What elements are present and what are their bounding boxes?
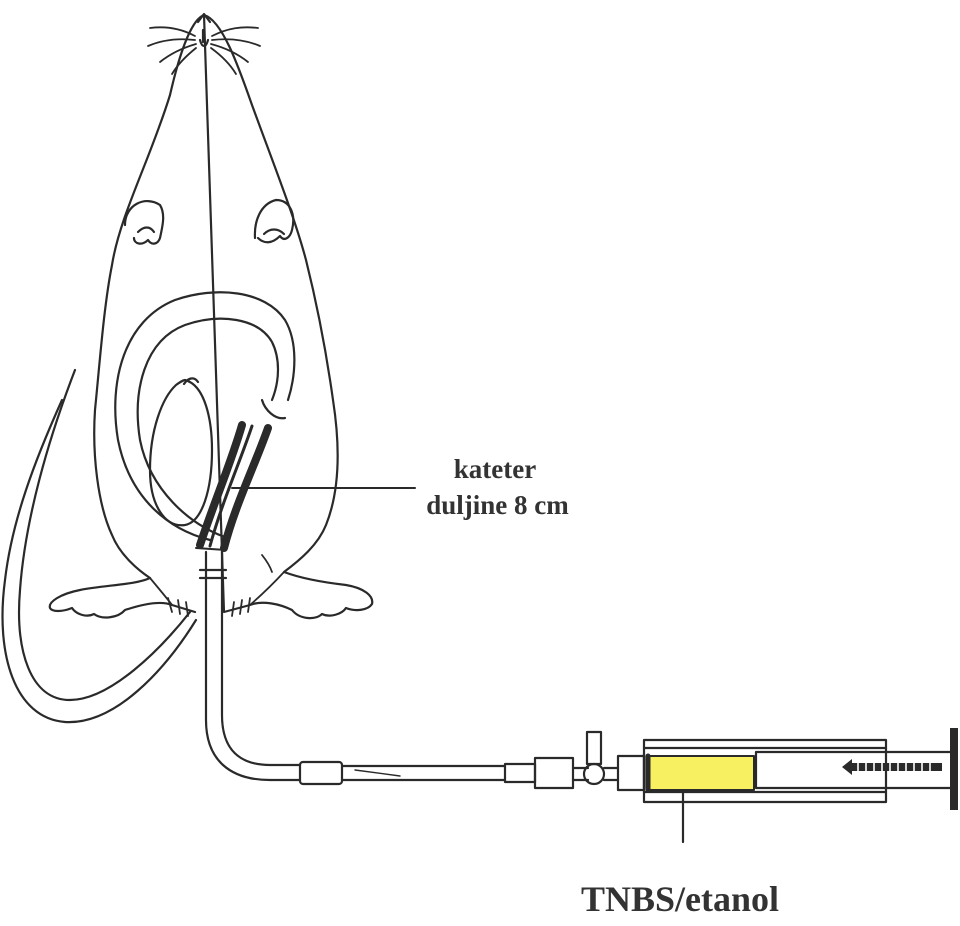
tube-adapter — [505, 764, 535, 782]
solution-label: TNBS/etanol — [555, 878, 805, 920]
tubing — [200, 552, 300, 780]
tnbs-solution — [648, 756, 754, 790]
plunger-handle — [950, 728, 958, 810]
catheter-length-label: duljine 8 cm — [400, 490, 595, 521]
catheter-label: kateter — [420, 454, 570, 485]
front-paws — [125, 200, 293, 244]
hind-leg-details — [150, 555, 284, 616]
rat-tail — [3, 370, 197, 722]
tube-connector — [300, 762, 342, 784]
narrow-tube — [342, 766, 505, 780]
stopcock — [535, 732, 644, 790]
plunger-arrow-icon — [842, 759, 942, 775]
intestine-loops — [115, 292, 294, 540]
rat-body-outline — [50, 14, 372, 618]
